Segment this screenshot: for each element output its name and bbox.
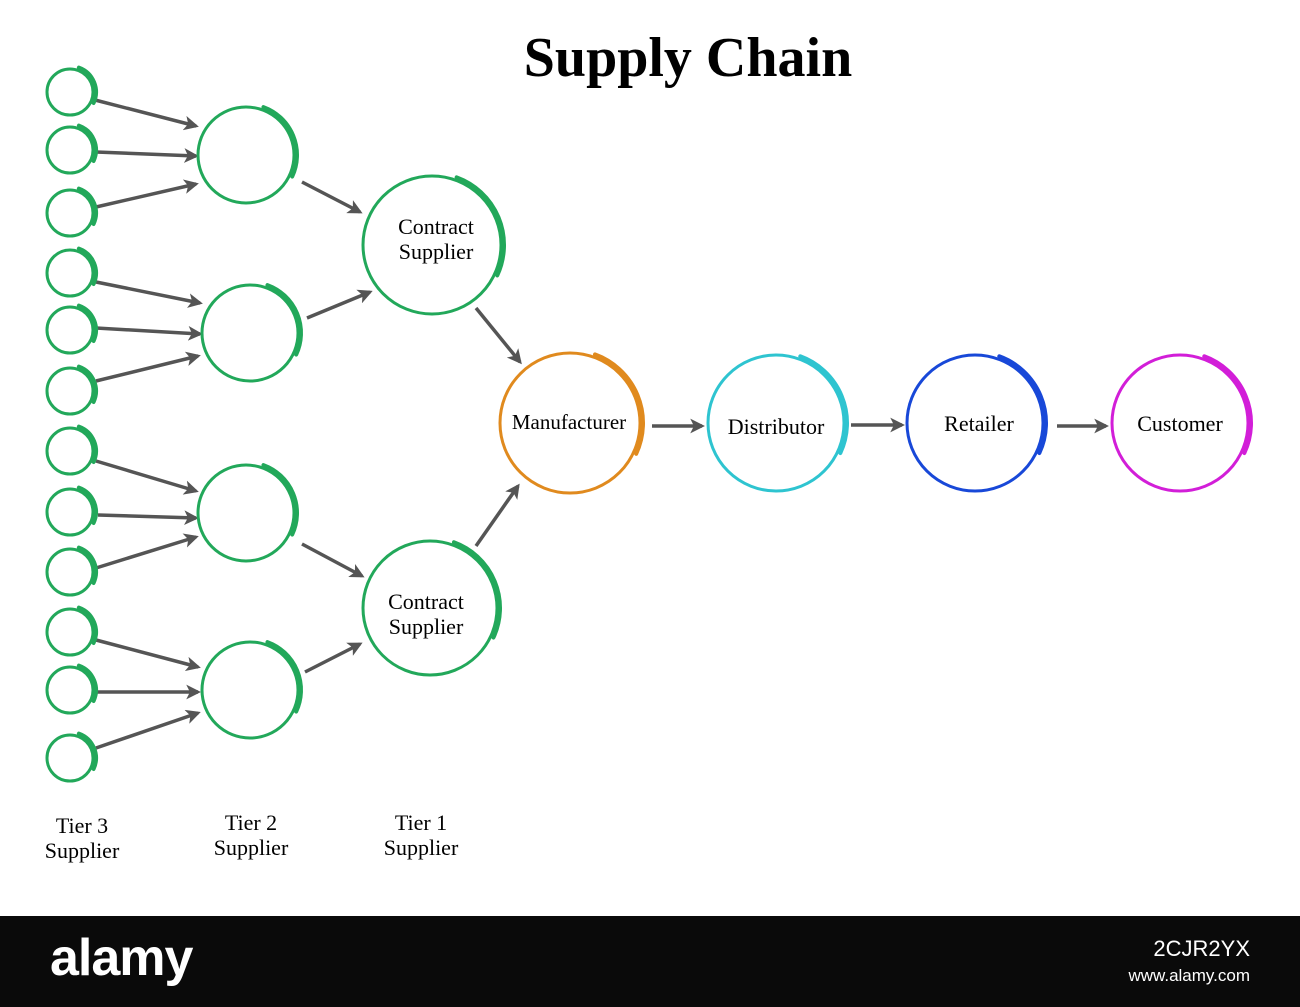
tier3-supplier-node bbox=[45, 663, 98, 715]
tier2-supplier-label: Tier 2 Supplier bbox=[214, 810, 289, 860]
svg-text:Contract: Contract bbox=[398, 214, 474, 239]
tier3-supplier-node bbox=[45, 485, 98, 537]
flow-arrow bbox=[95, 709, 201, 750]
diagram-title: Supply Chain bbox=[524, 27, 852, 89]
svg-text:Tier 3: Tier 3 bbox=[56, 813, 108, 838]
svg-text:Supplier: Supplier bbox=[45, 838, 120, 863]
alamy-logo: alamy bbox=[50, 929, 193, 987]
flow-arrow bbox=[94, 98, 199, 131]
flow-arrow bbox=[474, 306, 522, 365]
tier2-supplier-node bbox=[196, 105, 299, 205]
flow-arrow bbox=[95, 638, 201, 672]
tier3-supplier-node bbox=[45, 303, 98, 355]
flow-arrow bbox=[95, 459, 199, 495]
tier3-supplier-node bbox=[45, 605, 98, 657]
node-retailer-label: Retailer bbox=[944, 411, 1014, 436]
tier1-supplier-label: Tier 1 Supplier bbox=[384, 810, 459, 860]
supply-chain-diagram: Supply Chain Contract Supplier Contract … bbox=[45, 27, 1253, 863]
tier3-supplier-node bbox=[45, 186, 98, 238]
node-distributor bbox=[706, 353, 849, 493]
svg-text:Tier 1: Tier 1 bbox=[395, 810, 447, 835]
image-id: 2CJR2YX bbox=[1153, 936, 1250, 961]
flow-arrow bbox=[95, 351, 201, 383]
image-url: www.alamy.com bbox=[1128, 966, 1250, 985]
tier3-supplier-node bbox=[45, 246, 98, 298]
tier2-supplier-node bbox=[200, 283, 303, 383]
node-manufacturer bbox=[498, 351, 645, 495]
tier2-supplier-node bbox=[196, 463, 299, 563]
tier3-supplier-node bbox=[45, 364, 98, 416]
svg-text:Supplier: Supplier bbox=[214, 835, 289, 860]
node-retailer bbox=[905, 353, 1048, 493]
flow-arrow bbox=[95, 179, 199, 209]
flow-arrow bbox=[306, 289, 373, 320]
node-contract-supplier-top bbox=[361, 174, 506, 316]
flow-arrow bbox=[97, 510, 199, 525]
tier2-supplier-node bbox=[200, 640, 303, 740]
tier3-supplier-node bbox=[45, 545, 98, 597]
svg-text:Contract: Contract bbox=[388, 589, 464, 614]
svg-text:Supplier: Supplier bbox=[384, 835, 459, 860]
flow-arrow bbox=[301, 542, 365, 578]
node-contract-supplier-top-label: Contract Supplier bbox=[398, 214, 474, 264]
flow-arrow bbox=[95, 148, 199, 163]
node-distributor-label: Distributor bbox=[728, 414, 825, 439]
flow-arrow bbox=[301, 180, 363, 214]
node-customer-label: Customer bbox=[1137, 411, 1223, 436]
diagram-nodes bbox=[45, 65, 1253, 783]
tier3-supplier-node bbox=[45, 424, 98, 476]
node-contract-supplier-bottom bbox=[361, 539, 502, 677]
node-manufacturer-label: Manufacturer bbox=[512, 410, 626, 434]
stock-photo-footer: alamy 2CJR2YX www.alamy.com bbox=[0, 916, 1300, 1007]
flow-arrow bbox=[474, 483, 520, 548]
svg-text:Supplier: Supplier bbox=[389, 614, 464, 639]
tier3-supplier-node bbox=[45, 123, 98, 175]
flow-arrow bbox=[304, 642, 363, 674]
tier3-supplier-label: Tier 3 Supplier bbox=[45, 813, 120, 863]
node-contract-supplier-bottom-label: Contract Supplier bbox=[388, 589, 464, 639]
svg-text:Supplier: Supplier bbox=[399, 239, 474, 264]
node-customer bbox=[1110, 353, 1253, 493]
tier3-supplier-node bbox=[45, 731, 98, 783]
svg-text:Tier 2: Tier 2 bbox=[225, 810, 277, 835]
flow-arrow bbox=[95, 325, 203, 341]
flow-arrow bbox=[95, 280, 203, 308]
flow-arrows bbox=[94, 98, 1109, 750]
tier3-supplier-node bbox=[45, 65, 98, 117]
flow-arrow bbox=[95, 533, 199, 570]
